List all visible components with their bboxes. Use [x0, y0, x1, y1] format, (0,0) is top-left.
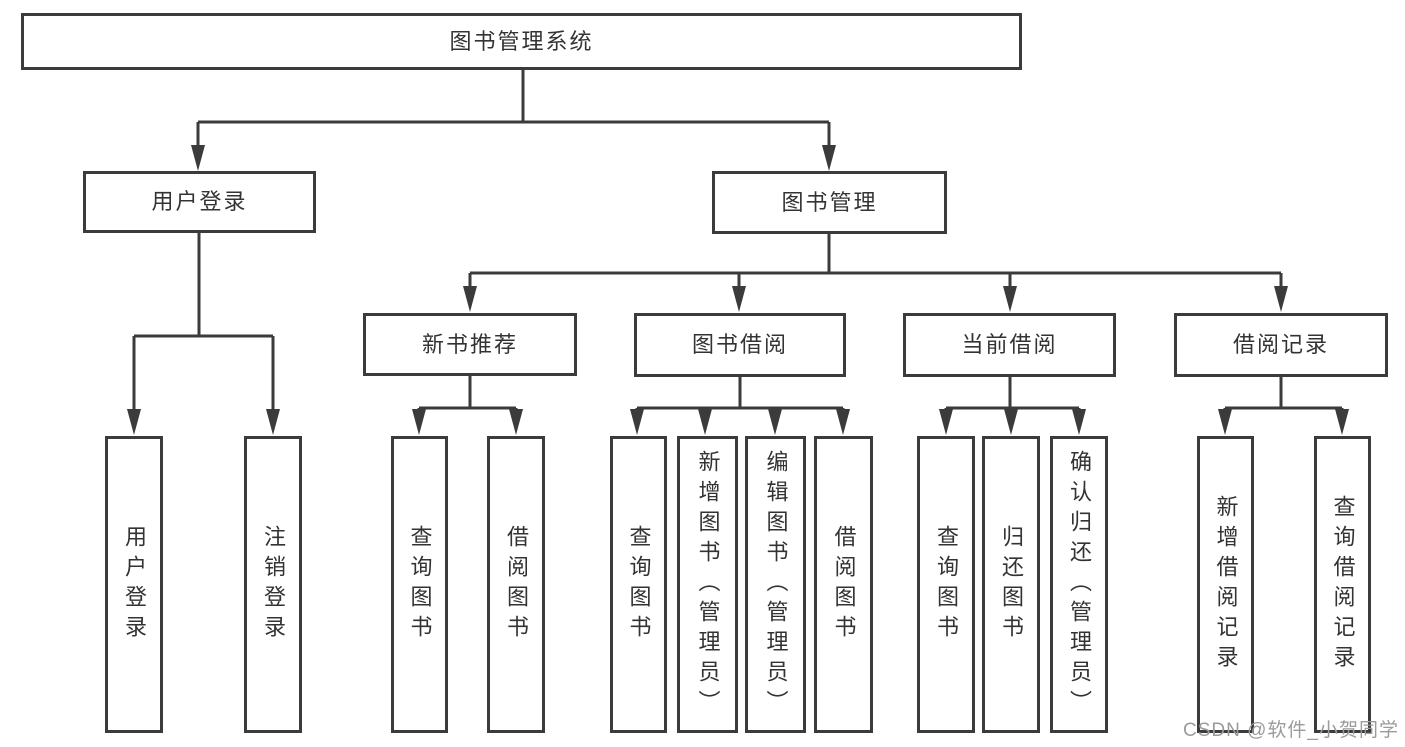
node-current-borrowing: 当前借阅 — [903, 313, 1116, 377]
node-label: 新书推荐 — [421, 331, 518, 357]
arrowhead-icon — [822, 145, 836, 171]
arrowhead-icon — [266, 409, 280, 435]
leaf-label: 查询图书 — [626, 524, 652, 645]
arrowhead-icon — [1274, 286, 1288, 312]
leaf-label: 查询借阅记录 — [1330, 494, 1356, 675]
arrowhead-icon — [191, 145, 205, 171]
leaf-query-borrow-record: 查询借阅记录 — [1314, 436, 1371, 733]
arrowhead-icon — [768, 409, 782, 435]
leaf-label: 新增图书（管理员） — [695, 449, 721, 720]
leaf-label: 查询图书 — [407, 524, 433, 645]
leaf-label: 查询图书 — [934, 524, 959, 645]
arrowhead-icon — [127, 409, 141, 435]
arrowhead-icon — [463, 286, 477, 312]
leaf-return-books: 归还图书 — [982, 436, 1040, 733]
leaf-query-books-borrowing: 查询图书 — [610, 436, 667, 733]
node-label: 当前借阅 — [961, 332, 1058, 357]
arrowhead-icon — [1003, 286, 1017, 312]
connector-user-login-to-leaves — [132, 233, 275, 411]
leaf-label: 用户登录 — [122, 524, 147, 645]
leaf-label: 新增借阅记录 — [1213, 494, 1239, 675]
arrowhead-icon — [412, 409, 426, 435]
arrowhead-icon — [1335, 409, 1349, 435]
leaf-add-books-admin: 新增图书（管理员） — [677, 436, 738, 733]
leaf-label: 编辑图书（管理员） — [763, 449, 789, 720]
connector-current-to-leaves — [944, 376, 1081, 412]
leaf-label: 注销登录 — [261, 524, 286, 645]
node-label: 借阅记录 — [1232, 332, 1329, 357]
csdn-watermark: CSDN @软件_小贺同学 — [1183, 720, 1399, 741]
leaf-add-borrow-record: 新增借阅记录 — [1197, 436, 1254, 733]
leaf-query-books-current: 查询图书 — [917, 436, 975, 733]
leaf-logout-login: 注销登录 — [244, 436, 302, 733]
node-book-management: 图书管理 — [712, 171, 947, 234]
arrowhead-icon — [630, 409, 644, 435]
node-label: 用户登录 — [151, 189, 248, 214]
connector-borrowing-to-leaves — [635, 376, 845, 412]
arrowhead-icon — [1072, 409, 1086, 435]
node-book-borrowing: 图书借阅 — [634, 313, 846, 377]
arrowhead-icon — [1218, 409, 1232, 435]
connector-records-to-leaves — [1223, 376, 1344, 412]
leaf-label: 借阅图书 — [831, 524, 857, 645]
node-label: 图书借阅 — [691, 332, 788, 357]
leaf-label: 借阅图书 — [504, 524, 529, 645]
node-borrowing-records: 借阅记录 — [1174, 313, 1388, 377]
node-label: 图书管理 — [781, 189, 878, 215]
arrowhead-icon — [732, 286, 746, 312]
leaf-confirm-return-admin: 确认归还（管理员） — [1050, 436, 1108, 733]
arrowhead-icon — [1004, 409, 1018, 435]
arrowhead-icon — [509, 409, 523, 435]
connector-recommend-to-leaves — [417, 376, 518, 412]
arrowhead-icon — [698, 409, 712, 435]
node-library-management-system: 图书管理系统 — [21, 13, 1022, 70]
leaf-borrow-books-borrowing: 借阅图书 — [814, 436, 873, 733]
connector-book-mgmt-to-level3 — [468, 234, 1283, 288]
leaf-user-login: 用户登录 — [105, 436, 163, 733]
connector-root-to-level2 — [196, 69, 831, 147]
node-new-book-recommendation: 新书推荐 — [363, 313, 577, 376]
arrowhead-icon — [836, 409, 850, 435]
leaf-label: 归还图书 — [999, 524, 1024, 645]
leaf-query-books-recommend: 查询图书 — [391, 436, 448, 733]
arrowhead-icon — [939, 409, 953, 435]
leaf-edit-books-admin: 编辑图书（管理员） — [745, 436, 806, 733]
leaf-label: 确认归还（管理员） — [1067, 449, 1092, 720]
node-user-login: 用户登录 — [83, 171, 316, 233]
node-label: 图书管理系统 — [449, 28, 594, 54]
leaf-borrow-books-recommend: 借阅图书 — [487, 436, 545, 733]
